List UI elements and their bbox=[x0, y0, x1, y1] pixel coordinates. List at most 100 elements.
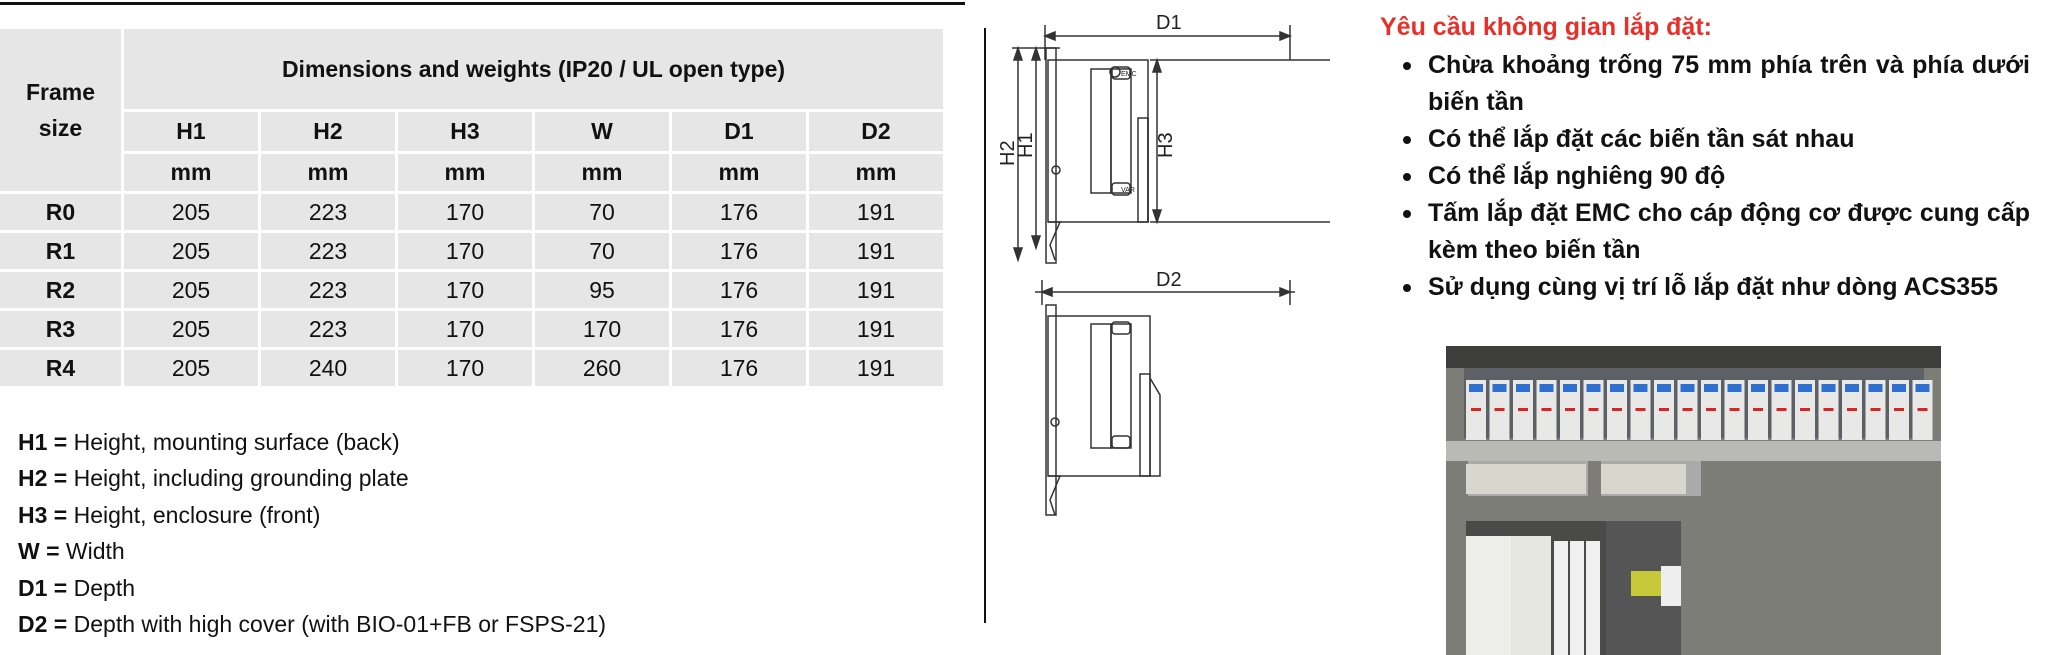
drive-module bbox=[1630, 380, 1651, 440]
drive-module bbox=[1818, 380, 1839, 440]
legend-key: D1 = bbox=[18, 574, 68, 601]
label-h2: H2 bbox=[997, 140, 1019, 166]
legend-text: Depth with high cover (with BIO-01+FB or… bbox=[67, 611, 607, 638]
value-cell: 176 bbox=[672, 194, 806, 230]
drive-module bbox=[1560, 380, 1580, 440]
value-cell: 240 bbox=[261, 350, 395, 386]
drive-module bbox=[1724, 380, 1745, 440]
requirements-list: Chừa khoảng trống 75 mm phía trên và phí… bbox=[1400, 47, 2030, 306]
requirement-item: Có thể lắp nghiêng 90 độ bbox=[1400, 158, 2030, 195]
value-cell: 95 bbox=[535, 272, 669, 308]
column-header-h3: H3 bbox=[398, 112, 532, 151]
value-cell: 170 bbox=[398, 311, 532, 347]
requirement-text: Sử dụng cùng vị trí lỗ lắp đặt như dòng … bbox=[1428, 273, 1999, 301]
legend-text: Width bbox=[59, 538, 125, 565]
value-cell: 70 bbox=[535, 233, 669, 269]
value-cell: 170 bbox=[398, 350, 532, 386]
value-cell: 205 bbox=[124, 350, 258, 386]
bullet-icon bbox=[1403, 62, 1411, 70]
requirement-item: Tấm lắp đặt EMC cho cáp động cơ được cun… bbox=[1400, 195, 2030, 269]
column-header-h1: H1 bbox=[124, 112, 258, 151]
drive-module bbox=[1912, 380, 1933, 440]
drive-module bbox=[1771, 380, 1792, 440]
drive-module bbox=[1654, 380, 1674, 440]
drawing-d2-view bbox=[1035, 280, 1295, 516]
group-header: Dimensions and weights (IP20 / UL open t… bbox=[124, 29, 943, 109]
legend-key: H2 = bbox=[18, 465, 68, 492]
value-cell: 170 bbox=[398, 233, 532, 269]
drive-module bbox=[1489, 380, 1510, 440]
legend-item: H1 = Height, mounting surface (back) bbox=[18, 424, 606, 460]
unit-cell: mm bbox=[398, 154, 532, 191]
label-h3: H3 bbox=[1155, 132, 1177, 158]
frame-cell: R0 bbox=[0, 194, 121, 230]
value-cell: 205 bbox=[124, 233, 258, 269]
drive-module bbox=[1466, 380, 1486, 440]
drive-module bbox=[1513, 380, 1533, 440]
value-cell: 223 bbox=[261, 311, 395, 347]
legend: H1 = Height, mounting surface (back)H2 =… bbox=[18, 424, 606, 642]
requirement-text: Chừa khoảng trống 75 mm phía trên và phí… bbox=[1428, 51, 2030, 116]
drive-module bbox=[1607, 380, 1627, 440]
unit-cell: mm bbox=[535, 154, 669, 191]
legend-item: H3 = Height, enclosure (front) bbox=[18, 497, 606, 533]
value-cell: 223 bbox=[261, 233, 395, 269]
value-cell: 205 bbox=[124, 272, 258, 308]
label-var: VAR bbox=[1121, 187, 1135, 194]
value-cell: 191 bbox=[809, 194, 943, 230]
value-cell: 191 bbox=[809, 350, 943, 386]
frame-cell: R4 bbox=[0, 350, 121, 386]
column-header-d1: D1 bbox=[672, 112, 806, 151]
requirement-item: Sử dụng cùng vị trí lỗ lắp đặt như dòng … bbox=[1400, 269, 2030, 306]
value-cell: 223 bbox=[261, 194, 395, 230]
value-cell: 223 bbox=[261, 272, 395, 308]
frame-cell: R1 bbox=[0, 233, 121, 269]
requirement-text: Có thể lắp đặt các biến tần sát nhau bbox=[1428, 125, 1855, 153]
legend-item: D1 = Depth bbox=[18, 570, 606, 606]
frame-cell: R3 bbox=[0, 311, 121, 347]
vertical-divider bbox=[984, 28, 986, 623]
frame-size-header: Frame size bbox=[0, 29, 121, 191]
value-cell: 191 bbox=[809, 233, 943, 269]
bullet-icon bbox=[1403, 210, 1411, 218]
drawing-d1-view bbox=[1012, 25, 1330, 264]
legend-key: H3 = bbox=[18, 501, 68, 528]
value-cell: 176 bbox=[672, 272, 806, 308]
legend-item: W = Width bbox=[18, 533, 606, 569]
bullet-icon bbox=[1403, 136, 1411, 144]
value-cell: 191 bbox=[809, 311, 943, 347]
value-cell: 176 bbox=[672, 311, 806, 347]
requirement-text: Tấm lắp đặt EMC cho cáp động cơ được cun… bbox=[1428, 199, 2030, 264]
drive-module bbox=[1536, 380, 1557, 440]
bullet-icon bbox=[1403, 284, 1411, 292]
legend-text: Height, including grounding plate bbox=[67, 465, 409, 492]
value-cell: 191 bbox=[809, 272, 943, 308]
frame-cell: R2 bbox=[0, 272, 121, 308]
column-header-h2: H2 bbox=[261, 112, 395, 151]
drive-module bbox=[1865, 380, 1886, 440]
value-cell: 70 bbox=[535, 194, 669, 230]
requirement-item: Chừa khoảng trống 75 mm phía trên và phí… bbox=[1400, 47, 2030, 121]
column-header-d2: D2 bbox=[809, 112, 943, 151]
column-header-w: W bbox=[535, 112, 669, 151]
unit-cell: mm bbox=[809, 154, 943, 191]
requirement-text: Có thể lắp nghiêng 90 độ bbox=[1428, 162, 1726, 190]
legend-item: D2 = Depth with high cover (with BIO-01+… bbox=[18, 606, 606, 642]
value-cell: 170 bbox=[398, 272, 532, 308]
legend-text: Height, enclosure (front) bbox=[67, 501, 321, 528]
value-cell: 205 bbox=[124, 194, 258, 230]
drive-module bbox=[1677, 380, 1698, 440]
requirements-title: Yêu cầu không gian lắp đặt: bbox=[1380, 13, 1712, 41]
label-emc: EMC bbox=[1121, 71, 1137, 78]
legend-key: H1 = bbox=[18, 429, 68, 455]
value-cell: 205 bbox=[124, 311, 258, 347]
drive-module bbox=[1583, 380, 1604, 440]
legend-item: H2 = Height, including grounding plate bbox=[18, 460, 606, 496]
legend-text: Depth bbox=[67, 574, 135, 601]
cabinet-photo bbox=[1446, 346, 1941, 655]
label-d1: D1 bbox=[1156, 12, 1182, 34]
